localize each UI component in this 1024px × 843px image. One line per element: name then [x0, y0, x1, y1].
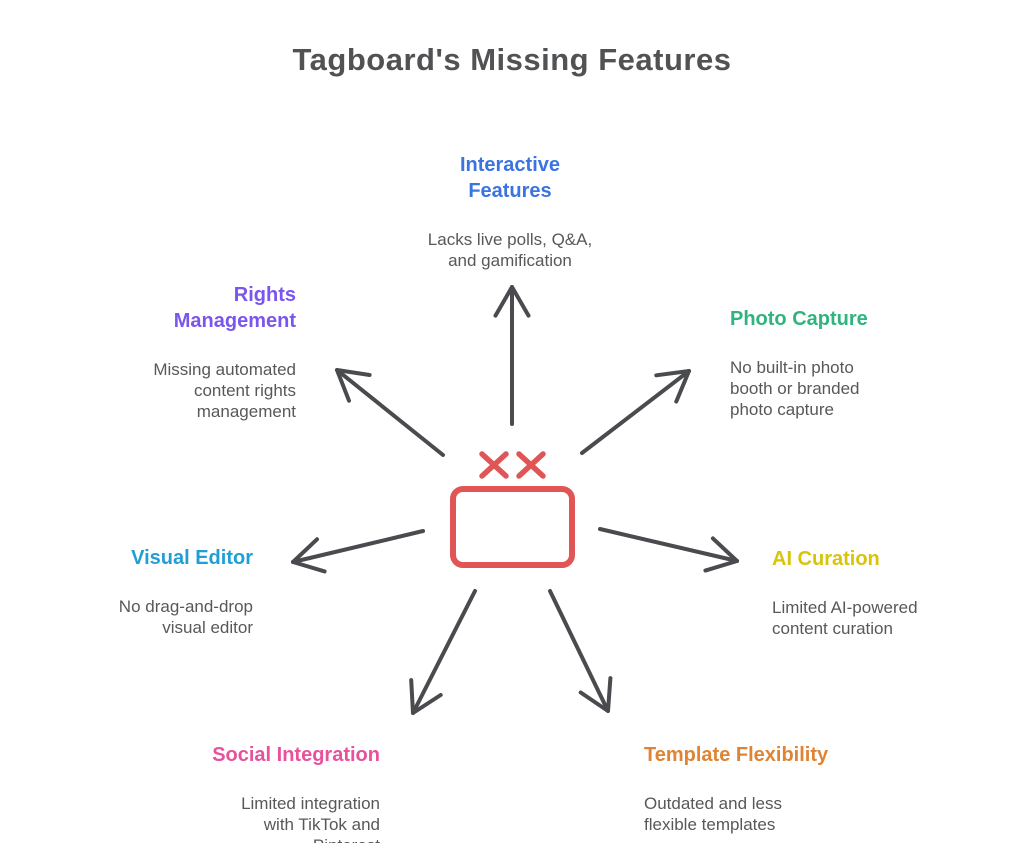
arrow-social-integration: [409, 589, 477, 715]
node-label: Photo Capture: [730, 308, 868, 330]
x-mark-icon: [516, 451, 546, 479]
page-title: Tagboard's Missing Features: [292, 42, 732, 77]
node-label: Rights Management: [173, 284, 296, 332]
node-visual-editor: Visual Editor No drag-and-drop visual ed…: [119, 527, 253, 656]
node-photo-capture: Photo Capture No built-in photo booth or…: [730, 288, 868, 438]
node-description: Lacks live polls, Q&A, and gamification: [427, 230, 593, 270]
node-description: Limited AI-powered content curation: [772, 598, 918, 638]
center-box: [450, 486, 575, 568]
node-label: Visual Editor: [131, 547, 253, 569]
node-description: Outdated and less flexible templates: [644, 794, 782, 834]
arrow-template-flexibility: [548, 589, 613, 713]
arrow-ai-curation: [598, 527, 739, 573]
arrow-photo-capture: [580, 369, 691, 455]
node-label: Interactive Features: [459, 154, 561, 202]
node-ai-curation: AI Curation Limited AI-powered content c…: [772, 528, 918, 657]
arrow-visual-editor: [291, 529, 425, 574]
node-description: No built-in photo booth or branded photo…: [730, 358, 860, 419]
node-description: Limited integration with TikTok and Pint…: [241, 794, 380, 843]
node-description: No drag-and-drop visual editor: [118, 597, 253, 637]
node-description: Missing automated content rights managem…: [153, 360, 296, 421]
arrow-rights-management: [335, 368, 445, 457]
node-template-flexibility: Template Flexibility Outdated and less f…: [644, 724, 828, 843]
x-mark-icon: [479, 451, 509, 479]
node-interactive-features: Interactive Features Lacks live polls, Q…: [330, 134, 690, 289]
node-label: Template Flexibility: [644, 744, 829, 766]
node-label: Social Integration: [212, 744, 380, 766]
node-rights-management: Rights Management Missing automated cont…: [153, 264, 296, 440]
node-social-integration: Social Integration Limited integration w…: [212, 724, 380, 843]
arrow-interactive-features: [493, 285, 531, 426]
crossed-out-box-icon: [450, 451, 575, 568]
node-label: AI Curation: [772, 548, 880, 570]
